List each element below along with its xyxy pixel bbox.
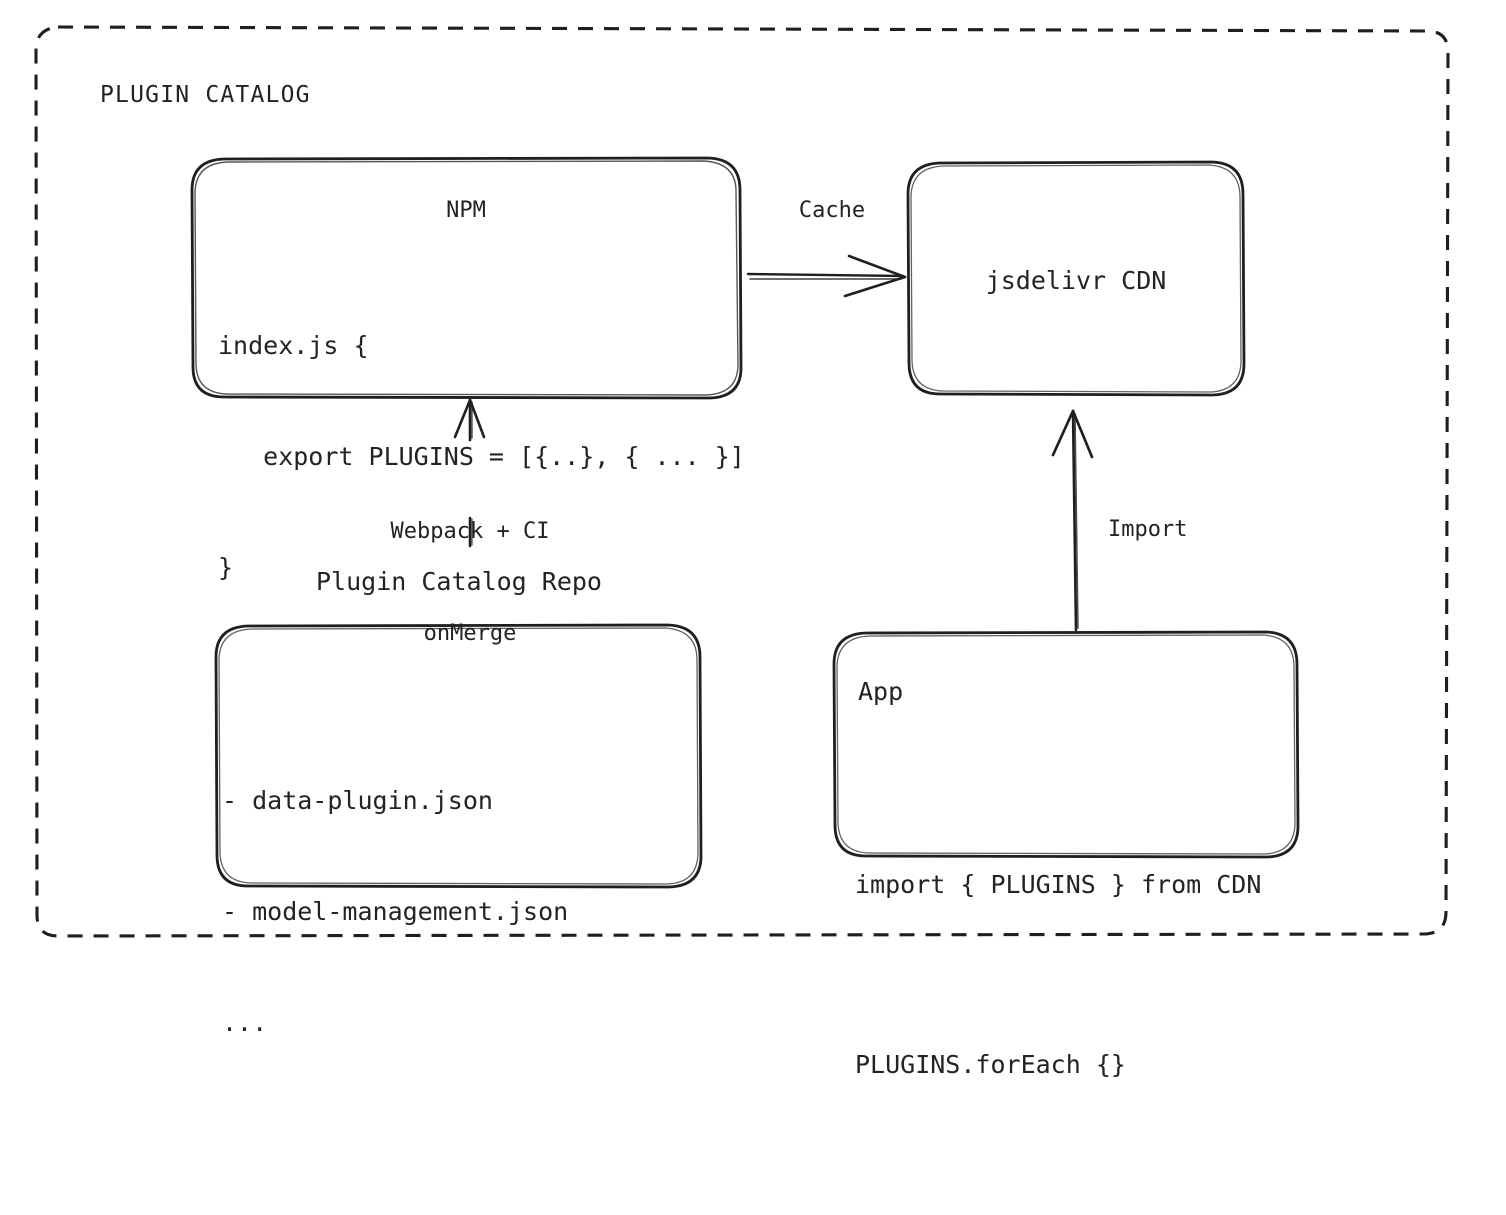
app-code-line: import { PLUGINS } from CDN (855, 870, 1262, 899)
npm-code-line: index.js { (218, 331, 369, 360)
diagram-canvas: PLUGIN CATALOG NPM index.js { export PLU… (34, 25, 1450, 1079)
edge-label-import: Import (1108, 517, 1188, 542)
app-code-line: PLUGINS.forEach {} (855, 1050, 1126, 1079)
npm-code-line: } (218, 553, 234, 582)
repo-code-line: - data-plugin.json (222, 786, 493, 815)
repo-code-line: ... (222, 1008, 268, 1037)
edge-label-build-line1: Webpack + CI (390, 519, 550, 544)
node-app-title: App (858, 677, 904, 706)
node-cdn-title: jsdelivr CDN (985, 266, 1167, 295)
edge-cache-arrow (746, 254, 907, 298)
edge-label-build-line2: onMerge (423, 621, 517, 646)
group-title: PLUGIN CATALOG (100, 82, 311, 108)
node-npm-code: index.js { export PLUGINS = [{..}, { ...… (218, 253, 745, 660)
node-npm-title: NPM (446, 198, 486, 223)
repo-code-line: - model-management.json (222, 897, 569, 926)
node-repo-code: - data-plugin.json - model-management.js… (222, 708, 568, 1115)
edge-import-arrow (1051, 409, 1094, 632)
node-app-code: import { PLUGINS } from CDN PLUGINS.forE… (855, 735, 1261, 1215)
edge-label-build: Webpack + CI onMerge (300, 447, 640, 719)
edge-label-cache: Cache (798, 198, 866, 223)
npm-code-line: export PLUGINS = [{..}, { ... }] (218, 442, 745, 471)
node-repo-label: Plugin Catalog Repo (316, 567, 602, 596)
